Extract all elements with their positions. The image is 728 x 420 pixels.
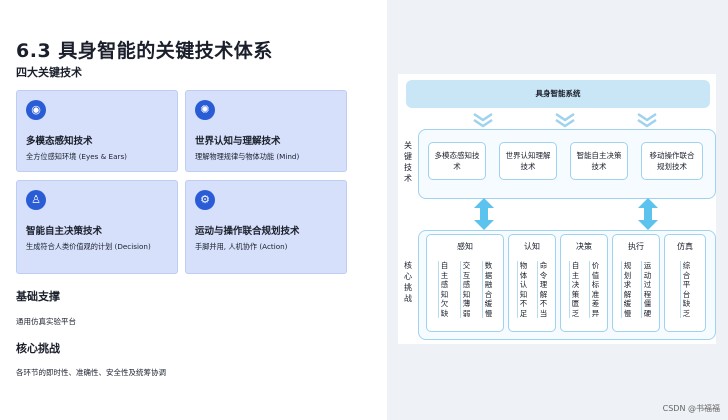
category-item: 自主决策匮乏 <box>569 261 580 318</box>
brain-icon: ✺ <box>195 100 215 120</box>
category-box: 决策 自主决策匮乏 价值标准差异 <box>560 234 608 332</box>
system-box: 具身智能系统 <box>406 80 710 108</box>
section-subtitle: 四大关键技术 <box>16 66 82 79</box>
category-item: 交互感知薄弱 <box>460 261 471 318</box>
category-item: 价值标准差异 <box>589 261 600 318</box>
system-diagram: 具身智能系统 关键技术 多模态感知技术 世界认知理解技术 智能自主决策技术 移动… <box>398 74 716 344</box>
tech-box: 智能自主决策技术 <box>570 142 628 180</box>
decision-icon: ♙ <box>26 190 46 210</box>
category-heading: 感知 <box>457 242 473 251</box>
card-desc: 全方位感知环境 (Eyes & Ears) <box>26 152 127 161</box>
card-title: 运动与操作联合规划技术 <box>195 226 300 237</box>
card-desc: 生成符合人类价值观的计划 (Decision) <box>26 242 151 251</box>
category-item: 数据融合缓慢 <box>482 261 493 318</box>
challenge-heading: 核心挑战 <box>16 342 60 355</box>
tech-box: 世界认知理解技术 <box>499 142 557 180</box>
diagram-panel: 具身智能系统 关键技术 多模态感知技术 世界认知理解技术 智能自主决策技术 移动… <box>387 0 728 420</box>
chevron-down-icon <box>555 112 575 128</box>
category-item: 规划求解缓慢 <box>621 261 632 318</box>
category-box: 感知 自主感知欠缺 交互感知薄弱 数据融合缓慢 <box>426 234 504 332</box>
card-desc: 手脚并用, 人机协作 (Action) <box>195 242 288 251</box>
double-arrow-icon <box>638 198 658 230</box>
category-heading: 决策 <box>576 242 592 251</box>
category-heading: 认知 <box>524 242 540 251</box>
card-motion-planning: ⚙ 运动与操作联合规划技术 手脚并用, 人机协作 (Action) <box>185 180 347 274</box>
category-heading: 仿真 <box>677 242 693 251</box>
category-box: 认知 物体认知不足 命令理解不当 <box>508 234 556 332</box>
category-item: 物体认知不足 <box>517 261 528 318</box>
chevron-down-icon <box>473 112 493 128</box>
card-autonomous-decision: ♙ 智能自主决策技术 生成符合人类价值观的计划 (Decision) <box>16 180 178 274</box>
category-item: 综合平台缺乏 <box>680 261 691 318</box>
tech-box: 移动操作联合规划技术 <box>641 142 703 180</box>
tech-box: 多模态感知技术 <box>428 142 486 180</box>
category-box: 仿真 综合平台缺乏 <box>664 234 706 332</box>
chevron-down-icon <box>637 112 657 128</box>
challenge-text: 各环节的即时性、准确性、安全性及统筹协调 <box>16 368 166 377</box>
slide-text-panel: 6.3 具身智能的关键技术体系 四大关键技术 ◉ 多模态感知技术 全方位感知环境… <box>16 40 347 377</box>
card-desc: 理解物理规律与物体功能 (Mind) <box>195 152 300 161</box>
category-item: 运动过程僵硬 <box>641 261 652 318</box>
challenge-label: 核心挑战 <box>404 261 412 303</box>
category-item: 自主感知欠缺 <box>438 261 449 318</box>
card-multimodal-perception: ◉ 多模态感知技术 全方位感知环境 (Eyes & Ears) <box>16 90 178 172</box>
card-title: 多模态感知技术 <box>26 136 93 147</box>
eye-icon: ◉ <box>26 100 46 120</box>
watermark: CSDN @书福福 <box>662 404 720 413</box>
category-box: 执行 规划求解缓慢 运动过程僵硬 <box>612 234 660 332</box>
card-title: 世界认知与理解技术 <box>195 136 281 147</box>
basis-text: 通用仿真实验平台 <box>16 317 76 326</box>
tech-label: 关键技术 <box>404 141 412 183</box>
page-title: 6.3 具身智能的关键技术体系 <box>16 40 273 62</box>
robot-icon: ⚙ <box>195 190 215 210</box>
category-heading: 执行 <box>628 242 644 251</box>
category-item: 命令理解不当 <box>537 261 548 318</box>
basis-heading: 基础支撑 <box>16 290 60 303</box>
double-arrow-icon <box>474 198 494 230</box>
card-world-cognition: ✺ 世界认知与理解技术 理解物理规律与物体功能 (Mind) <box>185 90 347 172</box>
card-title: 智能自主决策技术 <box>26 226 103 237</box>
